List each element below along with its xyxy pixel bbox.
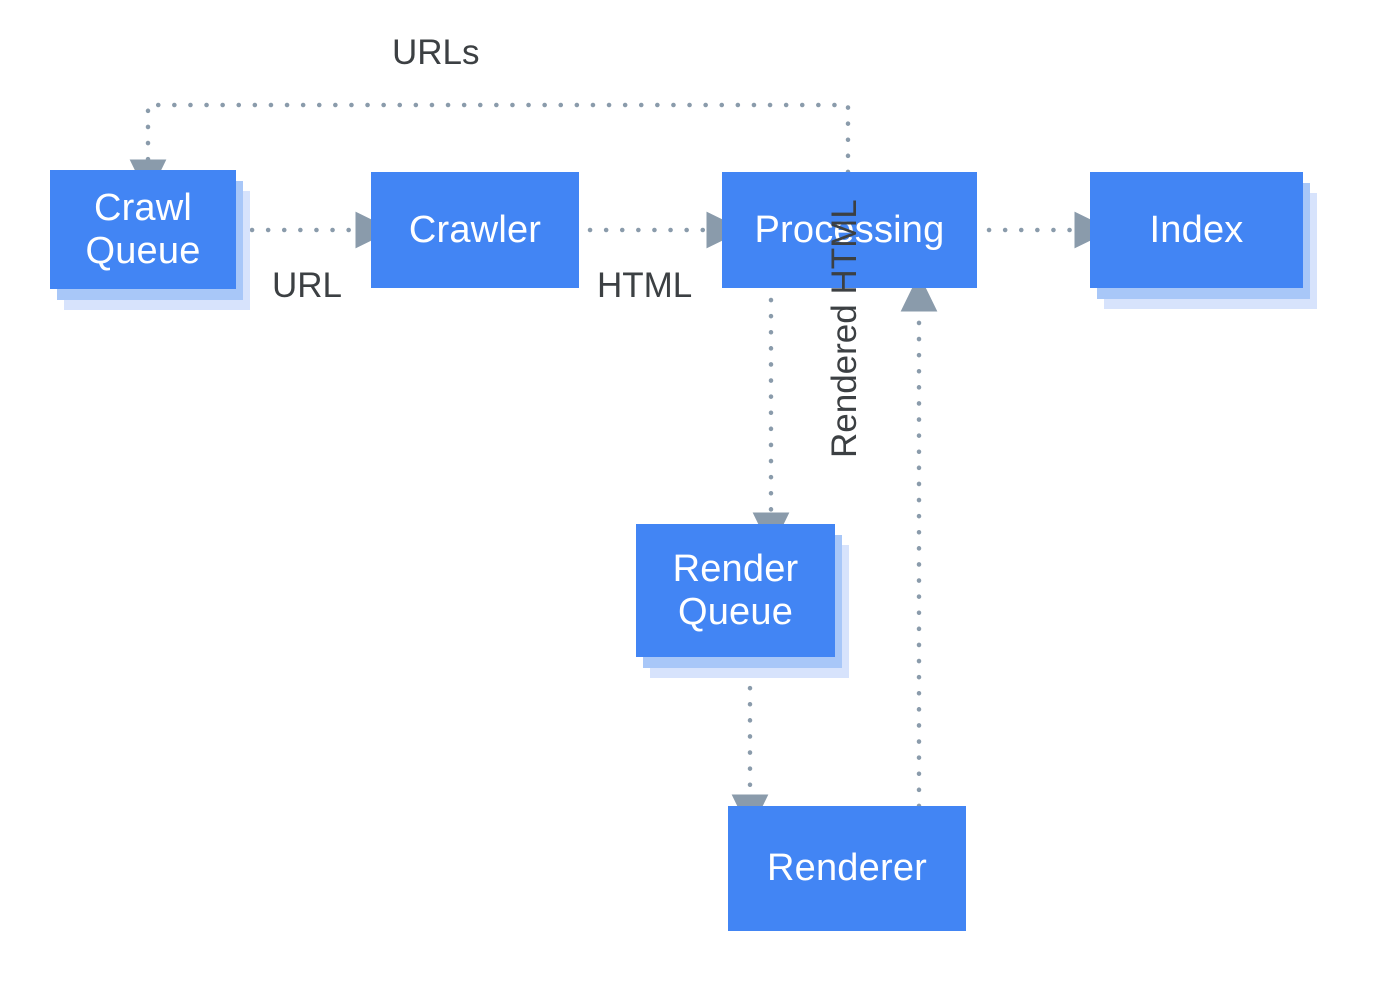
node-index-label: Index	[1149, 208, 1244, 251]
edge-urls-feedback	[129, 102, 851, 198]
node-crawler-label: Crawler	[408, 208, 542, 251]
node-renderer-face[interactable]: Renderer	[728, 806, 966, 931]
node-processing-face[interactable]: Processing	[722, 172, 977, 288]
node-renderer-label: Renderer	[766, 847, 928, 890]
node-render-queue-label: Render Queue	[672, 547, 799, 633]
edge-label-html: HTML	[597, 266, 693, 305]
node-index[interactable]: Index	[1090, 172, 1320, 312]
node-processing[interactable]: Processing	[722, 172, 977, 288]
node-crawl-queue-label: Crawl Queue	[85, 186, 201, 272]
edge-label-url: URL	[272, 266, 343, 305]
node-processing-label: Processing	[754, 208, 945, 251]
edge-label-urls: URLs	[392, 33, 480, 72]
node-render-queue[interactable]: Render Queue	[636, 524, 851, 679]
node-crawler[interactable]: Crawler	[371, 172, 579, 288]
node-render-queue-face[interactable]: Render Queue	[636, 524, 835, 657]
node-crawl-queue-face[interactable]: Crawl Queue	[50, 170, 236, 289]
edge-label-rendered-html: Rendered HTML	[825, 199, 864, 458]
node-crawl-queue[interactable]: Crawl Queue	[50, 170, 250, 310]
node-crawler-face[interactable]: Crawler	[371, 172, 579, 288]
node-index-face[interactable]: Index	[1090, 172, 1303, 288]
node-renderer[interactable]: Renderer	[728, 806, 966, 931]
